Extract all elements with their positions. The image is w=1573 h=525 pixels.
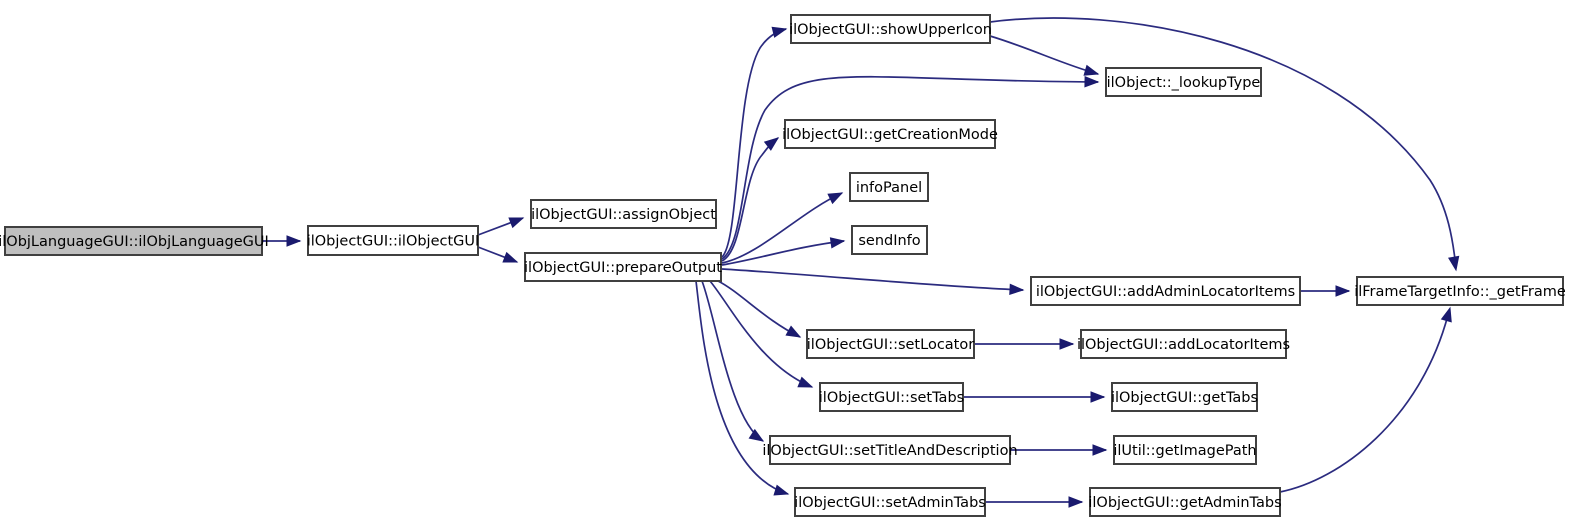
- node-ilobjectgui-getcreationmode[interactable]: ilObjectGUI::getCreationMode: [782, 119, 998, 149]
- node-box[interactable]: [1089, 487, 1281, 517]
- node-ilobjectgui-addadminlocatoritems[interactable]: ilObjectGUI::addAdminLocatorItems: [1030, 276, 1301, 306]
- arrow-to-lookupType-b: [1083, 64, 1100, 76]
- node-ilobjectgui-setlocator[interactable]: ilObjectGUI::setLocator: [806, 329, 975, 359]
- arrow-to-getAdminTabs: [1068, 496, 1084, 508]
- edge-n3-to-n9: [721, 268, 1024, 291]
- edge-n3-to-n8: [721, 240, 845, 266]
- arrow-to-infoPanel: [827, 192, 844, 205]
- edges-layer: [262, 17, 1457, 503]
- node-box[interactable]: [769, 435, 1011, 465]
- node-ilobjectgui-settabs[interactable]: ilObjectGUI::setTabs: [819, 382, 964, 412]
- edge-n3-to-n4: [721, 28, 787, 258]
- edge-n4-to-n5: [989, 35, 1099, 75]
- node-box[interactable]: [1111, 382, 1258, 412]
- node-box[interactable]: [1113, 435, 1257, 465]
- node-ilobject-lookuptype[interactable]: ilObject::_lookupType: [1105, 67, 1262, 97]
- arrow-to-addAdminLocatorItems: [1009, 283, 1025, 296]
- node-box[interactable]: [784, 119, 996, 149]
- node-infopanel[interactable]: infoPanel: [849, 172, 929, 202]
- arrow-to-getTabs: [1090, 391, 1106, 403]
- node-box[interactable]: [530, 199, 717, 229]
- arrow-to-showUpperIcon: [771, 26, 788, 38]
- node-ilobjectgui-gettabs[interactable]: ilObjectGUI::getTabs: [1111, 382, 1258, 412]
- edge-n18-to-n10: [1279, 314, 1449, 493]
- arrowheads-layer: [286, 26, 1460, 508]
- node-ilobjectgui-setadmintabs[interactable]: ilObjectGUI::setAdminTabs: [794, 487, 986, 517]
- node-ilobjectgui-showuppericon[interactable]: ilObjectGUI::showUpperIcon: [789, 14, 992, 44]
- arrow-to-setTabs: [797, 376, 814, 388]
- edge-n4-to-n10: [989, 17, 1457, 269]
- arrow-to-getFrame-top: [1448, 255, 1460, 272]
- node-box[interactable]: [307, 225, 479, 256]
- arrow-to-prepareOutput: [502, 251, 519, 263]
- node-ilobjlanguagegui-ilobjlanguagegui[interactable]: ilObjLanguageGUI::ilObjLanguageGUI: [0, 226, 269, 256]
- edge-n3-to-n7: [721, 192, 843, 264]
- node-ilutil-getimagepath[interactable]: ilUtil::getImagePath: [1113, 435, 1257, 465]
- arrow-to-assignObject: [508, 217, 525, 229]
- arrow-to-setTitleAndDescription: [748, 428, 765, 442]
- edge-n3-to-n13: [709, 280, 813, 388]
- arrow-to-setLocator: [785, 325, 802, 338]
- arrow-to-getCreationMode: [763, 137, 780, 151]
- node-box[interactable]: [851, 225, 928, 255]
- node-box[interactable]: [819, 382, 964, 412]
- arrow-to-addLocatorItems: [1059, 338, 1075, 350]
- node-ilobjectgui-prepareoutput[interactable]: ilObjectGUI::prepareOutput: [524, 252, 722, 282]
- node-ilobjectgui-settitleanddescription[interactable]: ilObjectGUI::setTitleAndDescription: [762, 435, 1018, 465]
- node-ilobjectgui-ilobjectgui[interactable]: ilObjectGUI::ilObjectGUI: [307, 225, 480, 256]
- node-box[interactable]: [4, 226, 263, 256]
- node-ilframetargetinfo-getframe[interactable]: ilFrameTargetInfo::_getFrame: [1354, 276, 1566, 306]
- arrow-to-getFrame-bottom: [1440, 306, 1452, 323]
- node-box[interactable]: [1105, 67, 1262, 97]
- node-sendinfo[interactable]: sendInfo: [851, 225, 928, 255]
- edge-n3-to-n17: [695, 280, 789, 495]
- arrow-to-getFrame-left: [1335, 285, 1351, 297]
- arrow-to-lookupType-a: [1084, 76, 1100, 88]
- node-box[interactable]: [790, 14, 991, 44]
- arrow-to-setAdminTabs: [773, 484, 790, 496]
- node-ilobjectgui-getadmintabs[interactable]: ilObjectGUI::getAdminTabs: [1088, 487, 1282, 517]
- node-ilobjectgui-assignobject[interactable]: ilObjectGUI::assignObject: [530, 199, 717, 229]
- node-ilobjectgui-addlocatoritems[interactable]: ilObjectGUI::addLocatorItems: [1077, 329, 1290, 359]
- node-box[interactable]: [1080, 329, 1287, 359]
- edge-n3-to-n5: [721, 75, 1099, 260]
- node-box[interactable]: [794, 487, 986, 517]
- node-box[interactable]: [1356, 276, 1564, 306]
- arrow-to-sendInfo: [829, 237, 846, 249]
- edge-n3-to-n15: [701, 280, 764, 442]
- node-box[interactable]: [849, 172, 929, 202]
- arrow-to-ilObjectGUI: [286, 235, 302, 247]
- node-box[interactable]: [1030, 276, 1301, 306]
- node-box[interactable]: [524, 252, 722, 282]
- arrow-to-getImagePath: [1092, 444, 1108, 456]
- node-box[interactable]: [806, 329, 975, 359]
